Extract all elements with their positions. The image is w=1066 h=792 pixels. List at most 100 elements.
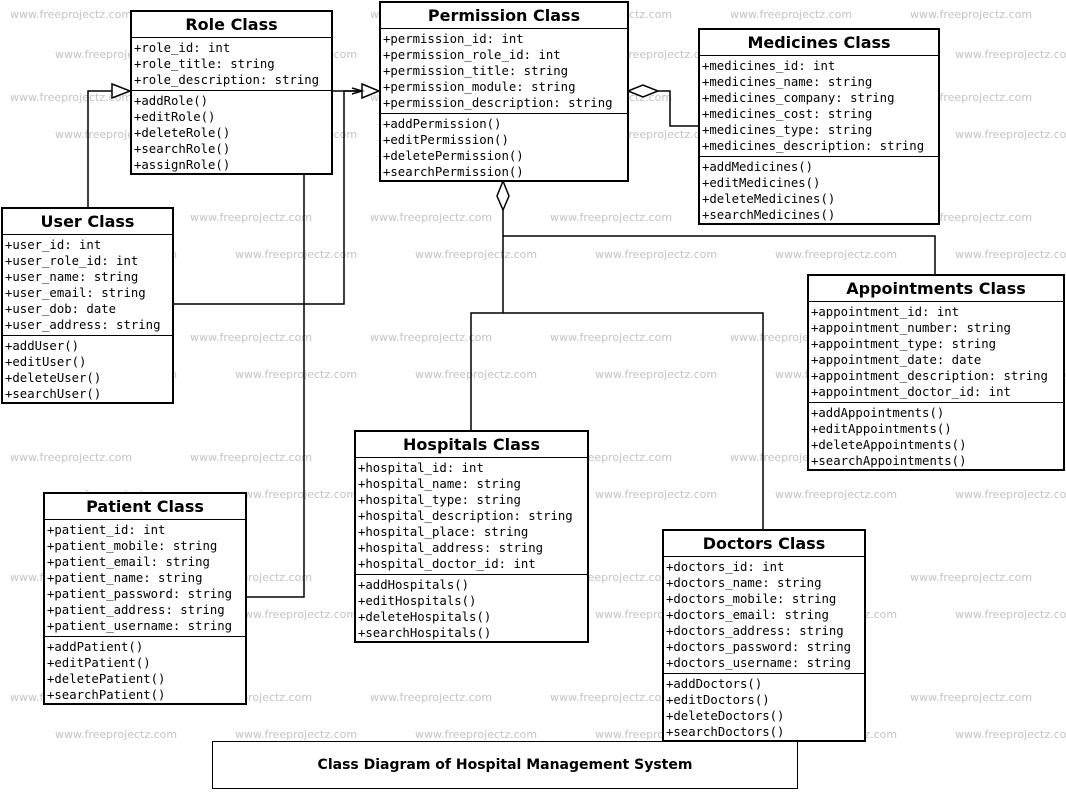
doctors-class-box[interactable]: Doctors Class +doctors_id: int+doctors_n… [662,529,866,742]
class-member: +deleteAppointments() [811,438,967,452]
class-member: +permission_module: string [383,80,576,94]
class-member: +appointment_type: string [811,337,997,351]
role-class-attributes: +role_id: int+role_title: string+role_de… [132,38,331,91]
class-member: +doctors_address: string [666,624,844,638]
patient-class-title: Patient Class [45,494,245,520]
class-member: +patient_username: string [47,619,233,633]
watermark-text: www.freeprojectz.com [955,608,1066,621]
class-member: +hospital_type: string [358,493,521,507]
watermark-text: www.freeprojectz.com [910,91,1033,104]
class-member: +role_title: string [134,57,275,71]
class-member: +appointment_doctor_id: int [811,385,1011,399]
class-member: +hospital_name: string [358,477,521,491]
class-member: +user_address: string [5,318,161,332]
class-member: +doctors_password: string [666,640,852,654]
watermark-text: www.freeprojectz.com [910,211,1033,224]
connector-patient-permission [246,90,362,598]
class-member: +patient_address: string [47,603,225,617]
class-member: +appointment_description: string [811,369,1048,383]
user-class-box[interactable]: User Class +user_id: int +user_role_id: i… [1,207,174,404]
class-member: +addRole() [134,94,209,108]
watermark-text: www.freeprojectz.com [370,211,493,224]
class-member: +addPatient() [47,640,144,654]
class-member: +searchMedicines() [702,208,836,222]
class-member: +role_id: int [134,41,231,55]
hospitals-class-box[interactable]: Hospitals Class +hospital_id: int+hospit… [354,430,589,643]
watermark-text: www.freeprojectz.com [775,248,898,261]
watermark-text: www.freeprojectz.com [235,248,358,261]
role-class-box[interactable]: Role Class +role_id: int+role_title: str… [130,10,333,175]
watermark-text: www.freeprojectz.com [955,48,1066,61]
class-member: +searchPermission() [383,165,524,179]
aggregation-diamond-bottom [496,178,510,212]
watermark-text: www.freeprojectz.com [595,368,718,381]
watermark-text: www.freeprojectz.com [55,728,178,741]
watermark-text: www.freeprojectz.com [595,488,718,501]
class-member: +editPatient() [47,656,151,670]
class-member: +medicines_company: string [702,91,895,105]
appointments-class-operations: +addAppointments()+editAppointments()+de… [809,403,1063,471]
watermark-text: www.freeprojectz.com [370,331,493,344]
watermark-text: www.freeprojectz.com [595,248,718,261]
class-member: +deleteUser() [5,371,102,385]
watermark-text: www.freeprojectz.com [10,451,133,464]
permission-class-title: Permission Class [381,3,627,29]
class-member: +deleteRole() [134,126,231,140]
class-member: +searchUser() [5,387,102,401]
user-class-attributes: +user_id: int +user_role_id: int +user_nam… [3,235,172,336]
class-member: +patient_mobile: string [47,539,218,553]
hospitals-class-attributes: +hospital_id: int+hospital_name: string+… [356,458,587,575]
class-member: +deleteHospitals() [358,610,492,624]
permission-class-box[interactable]: Permission Class +permission_id: int+per… [379,1,629,182]
connector-bus-appointments [503,235,936,274]
class-member: +deletePatient() [47,672,166,686]
appointments-class-box[interactable]: Appointments Class +appointment_id: int+… [807,274,1065,471]
class-member: +permission_description: string [383,96,613,110]
class-member: +searchHospitals() [358,626,492,640]
patient-class-operations: +addPatient() +editPatient() +deletePatien… [45,637,245,705]
class-member: +editDoctors() [666,693,770,707]
class-member: +editMedicines() [702,176,821,190]
watermark-text: www.freeprojectz.com [955,248,1066,261]
arrowhead-permission-entry [351,87,365,95]
class-member: +editRole() [134,110,216,124]
watermark-text: www.freeprojectz.com [955,728,1066,741]
user-class-title: User Class [3,209,172,235]
class-member: +editHospitals() [358,594,477,608]
watermark-text: www.freeprojectz.com [415,368,538,381]
class-member: +user_id: int [5,238,102,252]
class-member: +searchDoctors() [666,725,785,739]
class-member: +editUser() [5,355,87,369]
class-member: +addMedicines() [702,160,814,174]
class-member: +hospital_description: string [358,509,573,523]
class-member: +appointment_number: string [811,321,1011,335]
class-member: +appointment_date: date [811,353,982,367]
class-member: +doctors_id: int [666,560,785,574]
class-member: +addUser() [5,339,80,353]
watermark-text: www.freeprojectz.com [190,451,313,464]
diagram-caption: Class Diagram of Hospital Management Sys… [212,741,798,789]
connector-user-role [87,90,112,207]
class-member: +patient_email: string [47,555,210,569]
connector-bus-hospitals [470,236,504,430]
patient-class-box[interactable]: Patient Class +patient_id: int+patient_m… [43,492,247,705]
class-member: +user_role_id: int [5,254,139,268]
medicines-class-title: Medicines Class [700,30,938,56]
class-member: +searchAppointments() [811,454,967,468]
class-member: +user_name: string [5,270,139,284]
class-member: +doctors_mobile: string [666,592,837,606]
watermark-text: www.freeprojectz.com [550,211,673,224]
class-member: +user_dob: date [5,302,117,316]
permission-class-operations: +addPermission()+editPermission()+delete… [381,114,627,182]
watermark-text: www.freeprojectz.com [190,211,313,224]
appointments-class-attributes: +appointment_id: int+appointment_number:… [809,302,1063,403]
class-member: +addHospitals() [358,578,470,592]
watermark-text: www.freeprojectz.com [775,488,898,501]
medicines-class-attributes: +medicines_id: int+medicines_name: strin… [700,56,938,157]
medicines-class-operations: +addMedicines()+editMedicines()+deleteMe… [700,157,938,225]
class-member: +doctors_username: string [666,656,852,670]
class-member: +deleteDoctors() [666,709,785,723]
class-member: +hospital_address: string [358,541,544,555]
generalization-arrow-role [111,82,133,100]
medicines-class-box[interactable]: Medicines Class +medicines_id: int+medic… [698,28,940,225]
